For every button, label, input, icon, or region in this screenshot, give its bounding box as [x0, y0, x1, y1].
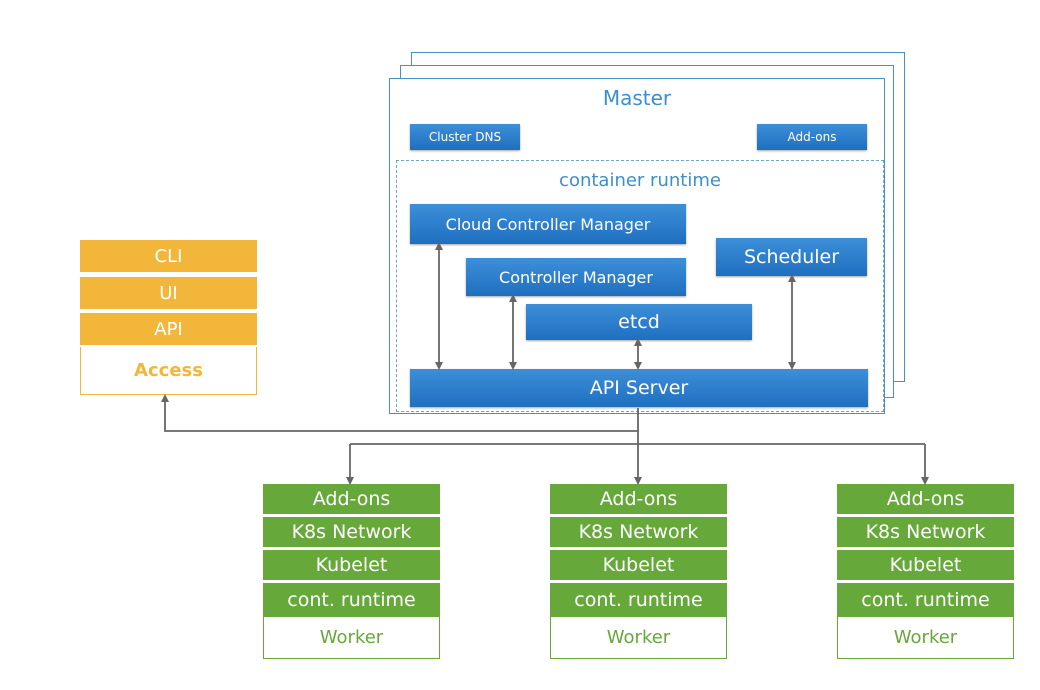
worker-2-label: Worker [550, 617, 727, 659]
access-api: API [80, 313, 257, 345]
master-addons-box: Add-ons [757, 124, 867, 150]
worker-1-addons: Add-ons [263, 484, 440, 514]
master-title: Master [602, 86, 672, 110]
container-runtime-region [396, 160, 884, 412]
worker-3-cont-runtime: cont. runtime [837, 583, 1014, 617]
worker-1-kubelet: Kubelet [263, 550, 440, 580]
worker-3-label: Worker [837, 617, 1014, 659]
worker-2-addons: Add-ons [550, 484, 727, 514]
worker-3-k8s-network: K8s Network [837, 517, 1014, 547]
worker-2-k8s-network: K8s Network [550, 517, 727, 547]
worker-2-cont-runtime: cont. runtime [550, 583, 727, 617]
access-cli: CLI [80, 240, 257, 272]
worker-2-kubelet: Kubelet [550, 550, 727, 580]
line-to-access [161, 394, 638, 432]
container-runtime-title: container runtime [559, 170, 721, 191]
api-server-box: API Server [410, 369, 868, 407]
worker-1-cont-runtime: cont. runtime [263, 583, 440, 617]
worker-1-k8s-network: K8s Network [263, 517, 440, 547]
controller-manager-box: Controller Manager [466, 258, 686, 296]
access-label: Access [80, 347, 257, 395]
worker-3-kubelet: Kubelet [837, 550, 1014, 580]
cluster-dns-box: Cluster DNS [410, 124, 520, 150]
worker-3-addons: Add-ons [837, 484, 1014, 514]
etcd-box: etcd [526, 304, 752, 340]
scheduler-box: Scheduler [716, 238, 867, 276]
cloud-controller-manager-box: Cloud Controller Manager [410, 204, 686, 244]
access-ui: UI [80, 277, 257, 309]
worker-1-label: Worker [263, 617, 440, 659]
